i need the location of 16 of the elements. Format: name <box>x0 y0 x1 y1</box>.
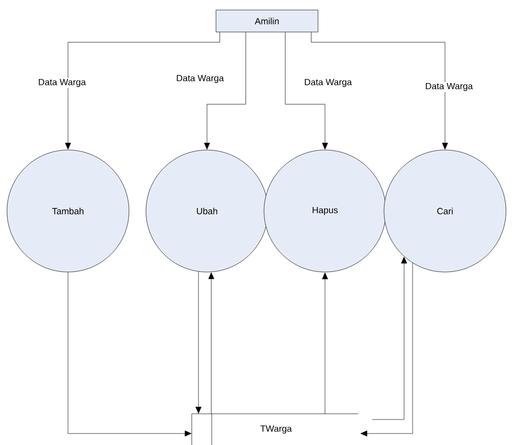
arrow <box>204 32 246 150</box>
edge-label: Data Warga <box>303 78 353 88</box>
arrow <box>372 256 407 420</box>
arrow <box>322 272 328 414</box>
data-store: TWarga <box>192 414 358 445</box>
arrow <box>360 262 413 436</box>
arrow <box>311 32 448 150</box>
arrow <box>196 271 202 414</box>
arrow <box>285 32 328 150</box>
arrow <box>208 272 214 414</box>
arrow <box>65 32 220 150</box>
arrow <box>68 272 192 436</box>
edge-label: Data Warga <box>175 74 225 84</box>
edge-label: Data Warga <box>424 82 474 92</box>
process-box: Amilin <box>216 10 318 32</box>
edge-label: Data Warga <box>37 78 87 88</box>
